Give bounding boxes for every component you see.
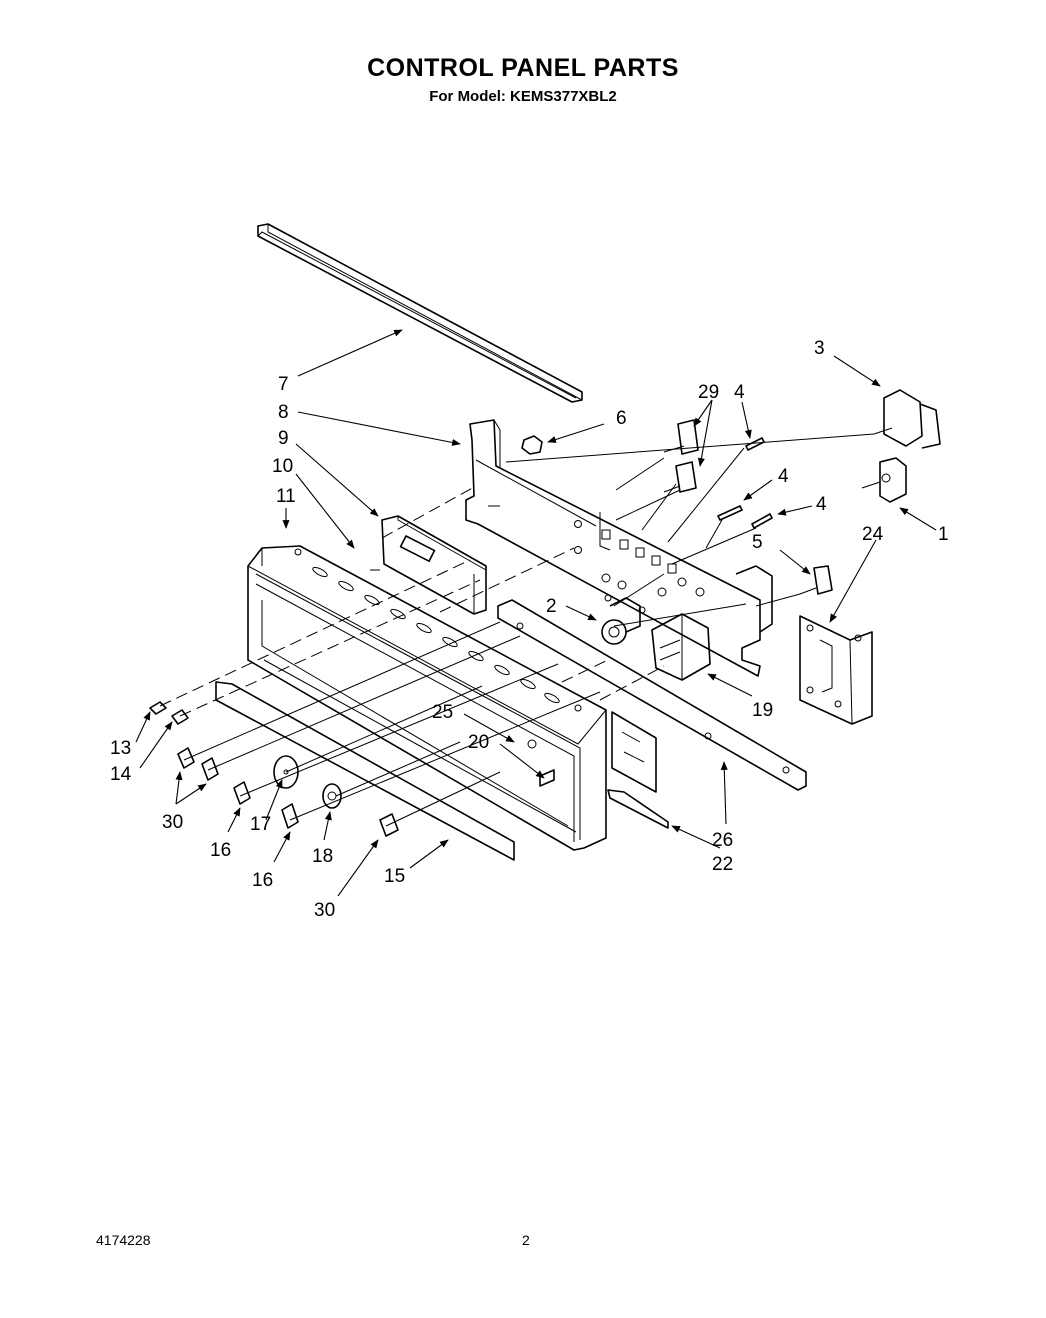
callout-4-lower: 4: [816, 494, 827, 515]
display-window: [611, 711, 657, 793]
bottom-brace: [497, 599, 807, 829]
callout-18: 18: [312, 846, 333, 867]
small-switch: [799, 565, 833, 595]
callout-29: 29: [698, 382, 719, 403]
leader-lines: [135, 329, 937, 897]
console-frame: [247, 545, 607, 851]
switch-pair: [663, 419, 699, 493]
callout-9: 9: [278, 428, 289, 449]
callout-20: 20: [468, 732, 489, 753]
callout-3: 3: [814, 338, 825, 359]
callout-11: 11: [276, 486, 296, 507]
callout-13: 13: [110, 738, 131, 759]
callout-16-upper: 16: [210, 840, 231, 861]
display-board: [381, 515, 487, 615]
callout-25: 25: [432, 702, 453, 723]
assembly-lines: [159, 447, 801, 827]
callout-15: 15: [384, 866, 405, 887]
top-trim-strip: [257, 223, 583, 403]
callout-16-lower: 16: [252, 870, 273, 891]
callout-6: 6: [616, 408, 627, 429]
callout-30-left: 30: [162, 812, 183, 833]
callout-30-bottom: 30: [314, 900, 335, 921]
callout-22: 22: [712, 854, 733, 875]
hex-nut: [521, 435, 543, 455]
callout-10: 10: [272, 456, 293, 477]
callout-4-top: 4: [734, 382, 745, 403]
callout-7: 7: [278, 374, 289, 395]
switch-assembly: [505, 389, 941, 463]
callout-4-middle: 4: [778, 466, 789, 487]
callout-5: 5: [752, 532, 763, 553]
callout-14: 14: [110, 764, 132, 785]
model-subtitle: For Model: KEMS377XBL2: [429, 88, 617, 105]
callout-8: 8: [278, 402, 289, 423]
callout-24: 24: [862, 524, 884, 545]
pins: [717, 437, 773, 529]
document-number: 4174228: [96, 1232, 151, 1248]
callout-labels: 7 8 9 10 11 6 3 29 4 4 4 1 5 24 2 19 25 …: [110, 338, 949, 921]
lower-trim-strip: [215, 681, 515, 861]
side-bracket: [799, 615, 873, 725]
rocker-switch: [861, 457, 907, 503]
callout-19: 19: [752, 700, 773, 721]
callout-26: 26: [712, 830, 733, 851]
callout-1: 1: [938, 524, 949, 545]
page-title: CONTROL PANEL PARTS: [367, 54, 679, 82]
control-panel-bracket: [465, 419, 773, 677]
callout-2: 2: [546, 596, 557, 617]
page-number: 2: [522, 1232, 530, 1248]
encoder: [601, 597, 641, 645]
callout-17: 17: [250, 814, 271, 835]
relay-module: [651, 613, 711, 681]
